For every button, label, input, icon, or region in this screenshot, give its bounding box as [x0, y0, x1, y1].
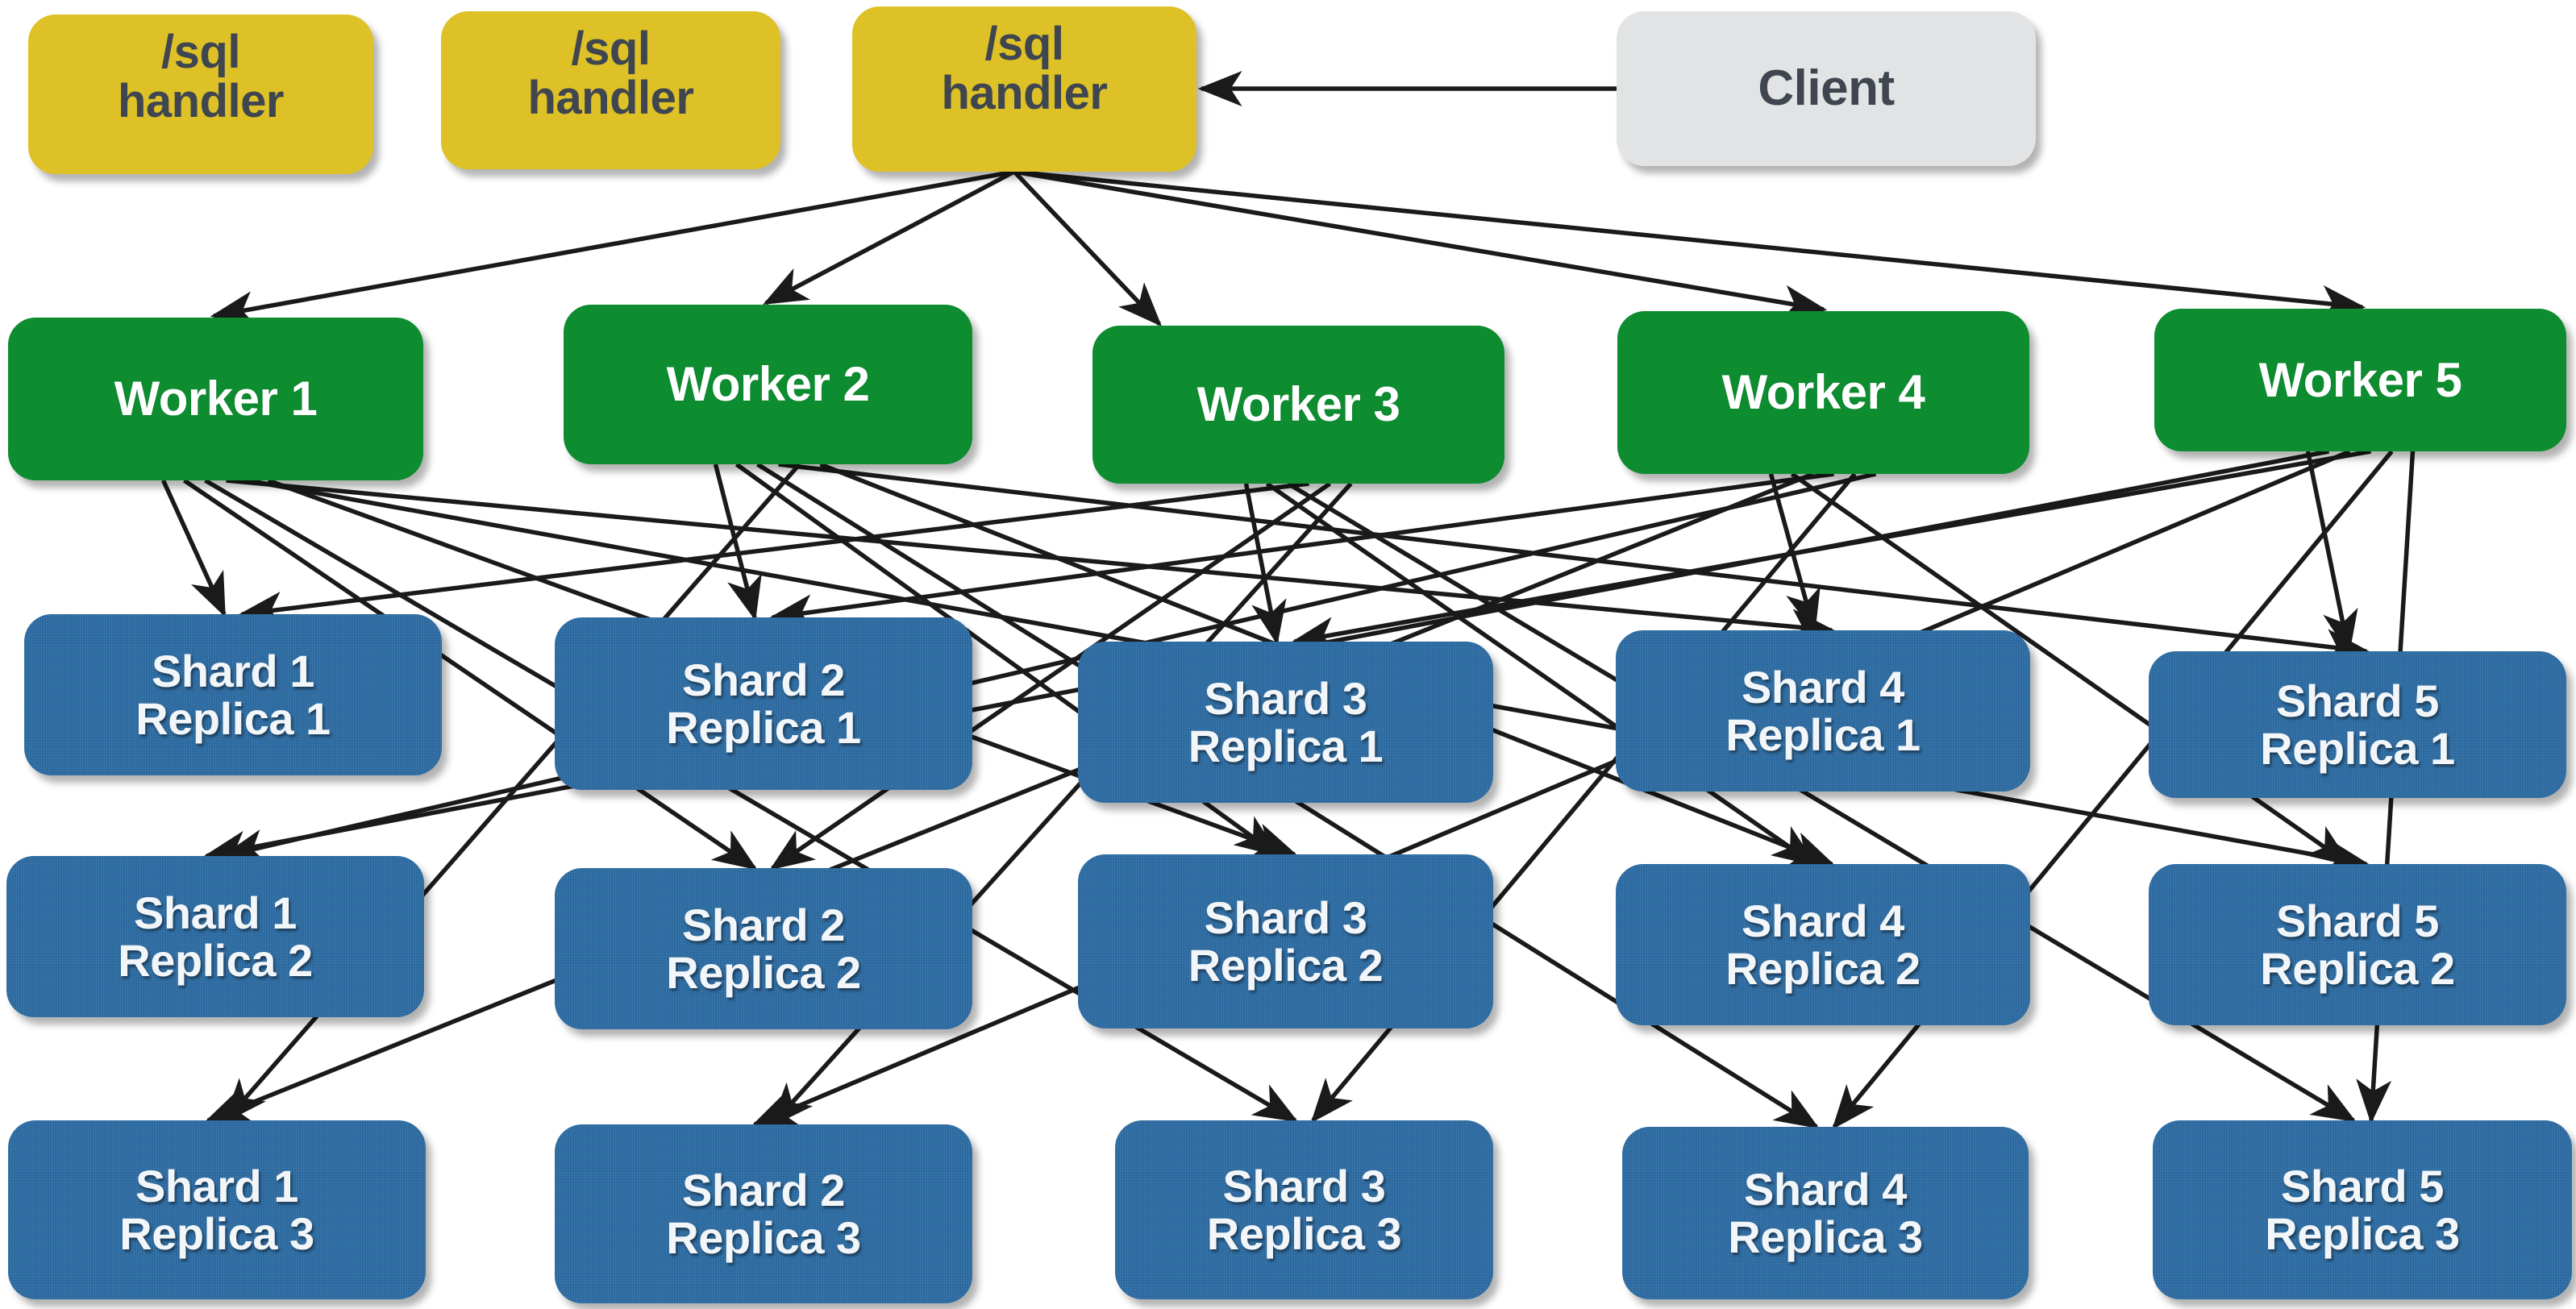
worker-label: Worker 2: [666, 357, 870, 412]
shard-label: Shard 1 Replica 3: [119, 1160, 314, 1259]
edge: [751, 449, 2351, 1127]
shard-label: Shard 5 Replica 2: [2260, 895, 2455, 994]
shard-label: Shard 1 Replica 1: [135, 645, 331, 744]
shard-box-5-1[interactable]: Shard 5 Replica 1: [2149, 651, 2566, 798]
shard-box-5-3[interactable]: Shard 5 Replica 3: [2153, 1120, 2572, 1299]
client-label: Client: [1758, 60, 1895, 117]
shard-box-1-3[interactable]: Shard 1 Replica 3: [8, 1120, 426, 1299]
shard-box-2-3[interactable]: Shard 2 Replica 3: [555, 1124, 972, 1303]
shard-label: Shard 4 Replica 3: [1728, 1163, 1923, 1262]
edge: [713, 463, 762, 621]
worker-box-3[interactable]: Worker 3: [1092, 326, 1504, 484]
shard-label: Shard 3 Replica 3: [1206, 1160, 1402, 1259]
worker-label: Worker 5: [2258, 352, 2462, 407]
sql-handler-label: /sql handler: [941, 18, 1109, 120]
shard-box-2-1[interactable]: Shard 2 Replica 1: [555, 617, 972, 790]
sql-handler-box-3[interactable]: /sql handler: [852, 6, 1196, 172]
worker-box-2[interactable]: Worker 2: [564, 305, 972, 464]
worker-label: Worker 4: [1721, 365, 1925, 420]
shard-box-4-2[interactable]: Shard 4 Replica 2: [1616, 864, 2030, 1025]
shard-label: Shard 5 Replica 1: [2260, 675, 2455, 774]
shard-label: Shard 1 Replica 2: [118, 887, 313, 986]
worker-label: Worker 3: [1196, 377, 1400, 432]
edge: [238, 481, 1309, 627]
shard-label: Shard 3 Replica 2: [1188, 891, 1384, 991]
shard-box-1-1[interactable]: Shard 1 Replica 1: [24, 614, 442, 775]
shard-label: Shard 5 Replica 3: [2265, 1160, 2460, 1259]
shard-box-5-2[interactable]: Shard 5 Replica 2: [2149, 864, 2566, 1025]
sql-handler-label: /sql handler: [118, 26, 285, 128]
worker-box-5[interactable]: Worker 5: [2154, 309, 2566, 451]
shard-box-4-1[interactable]: Shard 4 Replica 1: [1616, 630, 2030, 792]
edge: [204, 472, 1814, 1123]
shard-box-4-3[interactable]: Shard 4 Replica 3: [1622, 1127, 2029, 1299]
shard-label: Shard 2 Replica 1: [666, 654, 861, 753]
shard-box-2-2[interactable]: Shard 2 Replica 2: [555, 868, 972, 1029]
edge: [1768, 473, 1821, 634]
worker-box-1[interactable]: Worker 1: [8, 318, 423, 480]
shard-box-1-2[interactable]: Shard 1 Replica 2: [6, 856, 424, 1017]
worker-box-4[interactable]: Worker 4: [1617, 311, 2029, 474]
sql-handler-box-1[interactable]: /sql handler: [28, 15, 373, 174]
edge: [210, 169, 1015, 326]
shard-box-3-1[interactable]: Shard 3 Replica 1: [1078, 642, 1493, 803]
edge: [226, 478, 1836, 645]
edge: [2305, 451, 2358, 655]
sql-handler-box-2[interactable]: /sql handler: [441, 11, 780, 169]
edge: [1013, 169, 2366, 321]
edge: [763, 169, 1016, 305]
edge: [768, 472, 1834, 630]
edge: [778, 462, 2370, 664]
edge: [1243, 483, 1287, 646]
edge: [1013, 169, 1828, 321]
shard-box-3-2[interactable]: Shard 3 Replica 2: [1078, 854, 1493, 1028]
worker-label: Worker 1: [114, 372, 318, 426]
client-box[interactable]: Client: [1617, 11, 2036, 166]
shard-label: Shard 2 Replica 3: [666, 1164, 861, 1263]
edge: [1013, 170, 1163, 327]
shard-label: Shard 2 Replica 2: [666, 899, 861, 998]
shard-label: Shard 4 Replica 1: [1725, 661, 1921, 760]
edge: [160, 479, 227, 618]
shard-label: Shard 3 Replica 1: [1188, 672, 1384, 771]
shard-label: Shard 4 Replica 2: [1725, 895, 1921, 994]
shard-box-3-3[interactable]: Shard 3 Replica 3: [1115, 1120, 1493, 1299]
sql-handler-label: /sql handler: [527, 23, 695, 125]
